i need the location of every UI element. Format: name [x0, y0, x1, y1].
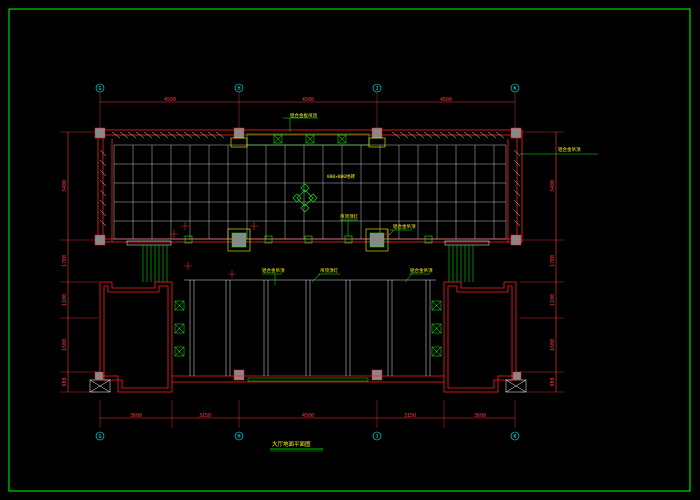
dim-left-5: 900 — [62, 377, 68, 386]
note-ceiling-top: 铝合金板吊顶 — [290, 112, 317, 119]
side-fixtures — [174, 300, 442, 357]
axis-bubbles-top — [95, 83, 520, 93]
dim-top-3: 4500 — [440, 97, 452, 103]
dim-left-1: 3400 — [62, 180, 68, 192]
dim-left-2: 1700 — [62, 255, 68, 267]
lower-floor-strips — [184, 279, 436, 376]
axis-top-3: J — [375, 86, 378, 92]
interior-columns — [231, 232, 385, 248]
dim-bottom-5: 3600 — [474, 413, 486, 419]
axis-bottom-3: J — [375, 434, 378, 440]
dim-left-4: 1600 — [62, 339, 68, 351]
light-trough — [246, 133, 370, 146]
axis-top-2: H — [237, 86, 240, 92]
annotation-leaders — [262, 117, 598, 285]
axis-bottom-2: H — [237, 434, 240, 440]
axis-bottom-4: K — [513, 434, 516, 440]
note-lower-c: 铝合金吊顶 — [410, 267, 433, 274]
columns — [94, 127, 522, 381]
dim-right-4: 1600 — [550, 339, 556, 351]
note-floor-center: 800×800地砖 — [327, 173, 355, 180]
note-right-wall: 铝合金吊顶 — [558, 146, 581, 153]
note-lower-a: 铝合金吊顶 — [262, 267, 285, 274]
column-surrounds — [227, 137, 389, 252]
corner-columns — [94, 371, 522, 381]
ceiling-spotlights — [184, 235, 433, 244]
note-mid-a: 吊顶顶灯 — [340, 213, 358, 220]
dim-bottom-4: 3150 — [404, 413, 416, 419]
dim-right-5: 900 — [550, 377, 556, 386]
left-dimension-line — [60, 131, 98, 393]
dim-bottom-2: 3150 — [199, 413, 211, 419]
dim-top-2: 4500 — [302, 97, 314, 103]
floor-medallion — [292, 183, 318, 213]
red-markers — [170, 222, 391, 278]
entrance-steps — [126, 240, 490, 282]
bottom-dimension-line — [99, 400, 516, 428]
dim-bottom-3: 4500 — [302, 413, 314, 419]
axis-top-4: K — [513, 86, 516, 92]
lower-walls — [99, 281, 517, 393]
note-lower-b: 吊顶顶灯 — [320, 267, 338, 274]
axis-bottom-1: G — [98, 434, 101, 440]
trough-fixtures — [273, 134, 347, 144]
dim-right-2: 1700 — [550, 255, 556, 267]
top-dimension-line — [99, 92, 516, 130]
right-dimension-line — [520, 131, 564, 393]
drawing-frame — [8, 8, 691, 492]
drawing-title: 大厅地面平面图 — [272, 440, 311, 448]
floor-tile-grid — [113, 144, 507, 240]
dim-top-1: 4500 — [164, 97, 176, 103]
dim-bottom-1: 3600 — [130, 413, 142, 419]
hatch-strips — [99, 131, 521, 227]
note-mid-b: 铝合金吊顶 — [393, 223, 416, 230]
dim-right-3: 1100 — [550, 294, 556, 306]
dim-left-3: 1100 — [62, 294, 68, 306]
axis-top-1: G — [98, 86, 101, 92]
hall-walls — [97, 129, 523, 243]
axis-bubbles-bottom — [95, 431, 520, 441]
dim-right-1: 3400 — [550, 180, 556, 192]
threshold — [247, 377, 369, 382]
